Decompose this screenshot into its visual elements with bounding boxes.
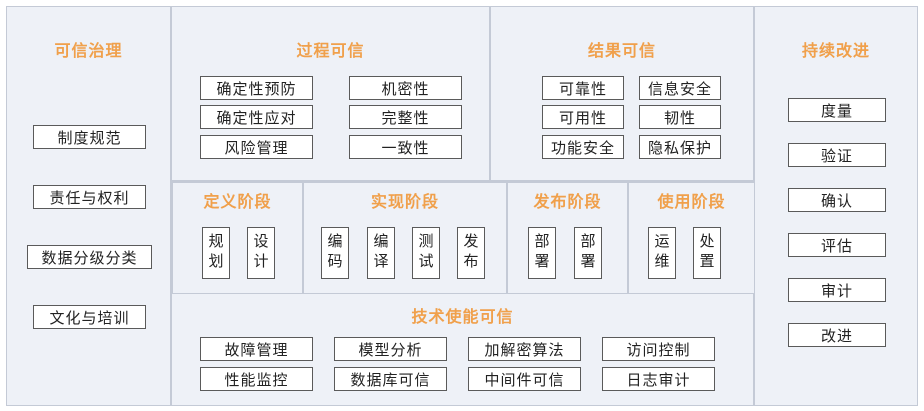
stage-define-title: 定义阶段 — [203, 192, 272, 211]
process-item-risk-management: 风险管理 — [200, 135, 313, 159]
stage-implement-item-coding: 编码 — [321, 227, 349, 279]
stage-release-item-deploy-2: 部署 — [574, 227, 602, 279]
stage-release: 发布阶段 部署 部署 — [507, 182, 628, 294]
tech-item-database-trust: 数据库可信 — [334, 367, 447, 391]
stage-define-item-design: 设计 — [247, 227, 275, 279]
stage-define-item-plan: 规划 — [202, 227, 230, 279]
stage-use-title: 使用阶段 — [657, 192, 726, 211]
stage-use: 使用阶段 运维 处置 — [628, 182, 755, 294]
tech-item-performance-monitoring: 性能监控 — [200, 367, 313, 391]
process-item-confidentiality: 机密性 — [349, 76, 462, 100]
result-title: 结果可信 — [587, 41, 656, 60]
tech-title: 技术使能可信 — [411, 307, 514, 326]
stage-implement-item-test: 测试 — [412, 227, 440, 279]
stage-implement-item-compile: 编译 — [367, 227, 395, 279]
governance-item-data-classification: 数据分级分类 — [27, 245, 152, 269]
continuous-title: 持续改进 — [801, 41, 870, 60]
continuous-panel: 持续改进 度量 验证 确认 评估 审计 改进 — [754, 6, 918, 406]
stage-release-item-deploy-1: 部署 — [528, 227, 556, 279]
tech-item-encryption-algorithm: 加解密算法 — [468, 337, 581, 361]
result-item-resilience: 韧性 — [639, 105, 721, 129]
governance-title: 可信治理 — [54, 41, 123, 60]
tech-item-middleware-trust: 中间件可信 — [468, 367, 581, 391]
result-item-reliability: 可靠性 — [542, 76, 624, 100]
stage-implement: 实现阶段 编码 编译 测试 发布 — [303, 182, 507, 294]
governance-item-responsibility: 责任与权利 — [33, 185, 146, 209]
process-item-deterministic-prevention: 确定性预防 — [200, 76, 313, 100]
stage-use-item-disposal: 处置 — [693, 227, 721, 279]
governance-item-regulations: 制度规范 — [33, 125, 146, 149]
continuous-item-confirm: 确认 — [788, 188, 886, 212]
stage-release-title: 发布阶段 — [533, 192, 602, 211]
continuous-item-verify: 验证 — [788, 143, 886, 167]
stage-implement-title: 实现阶段 — [370, 192, 439, 211]
tech-item-access-control: 访问控制 — [602, 337, 715, 361]
process-panel: 过程可信 确定性预防 机密性 确定性应对 完整性 风险管理 一致性 — [171, 6, 490, 181]
continuous-item-improve: 改进 — [788, 323, 886, 347]
result-item-availability: 可用性 — [542, 105, 624, 129]
process-item-consistency: 一致性 — [349, 135, 462, 159]
tech-item-fault-management: 故障管理 — [200, 337, 313, 361]
process-item-integrity: 完整性 — [349, 105, 462, 129]
tech-panel: 技术使能可信 故障管理 模型分析 加解密算法 访问控制 性能监控 数据库可信 中… — [171, 293, 754, 406]
stage-define: 定义阶段 规划 设计 — [172, 182, 303, 294]
tech-item-model-analysis: 模型分析 — [334, 337, 447, 361]
continuous-item-measure: 度量 — [788, 98, 886, 122]
result-item-information-security: 信息安全 — [639, 76, 721, 100]
continuous-item-audit: 审计 — [788, 278, 886, 302]
result-item-functional-safety: 功能安全 — [542, 135, 624, 159]
result-panel: 结果可信 可靠性 信息安全 可用性 韧性 功能安全 隐私保护 — [490, 6, 754, 181]
tech-item-log-audit: 日志审计 — [602, 367, 715, 391]
governance-item-culture-training: 文化与培训 — [33, 305, 146, 329]
process-item-deterministic-response: 确定性应对 — [200, 105, 313, 129]
stage-use-item-operations: 运维 — [648, 227, 676, 279]
continuous-item-assess: 评估 — [788, 233, 886, 257]
stage-implement-item-release: 发布 — [457, 227, 485, 279]
stages-row: 定义阶段 规划 设计 实现阶段 编码 编译 测试 发布 发布阶段 部署 部署 使… — [171, 181, 755, 294]
governance-panel: 可信治理 制度规范 责任与权利 数据分级分类 文化与培训 — [6, 6, 171, 406]
result-item-privacy-protection: 隐私保护 — [639, 135, 721, 159]
process-title: 过程可信 — [296, 41, 365, 60]
